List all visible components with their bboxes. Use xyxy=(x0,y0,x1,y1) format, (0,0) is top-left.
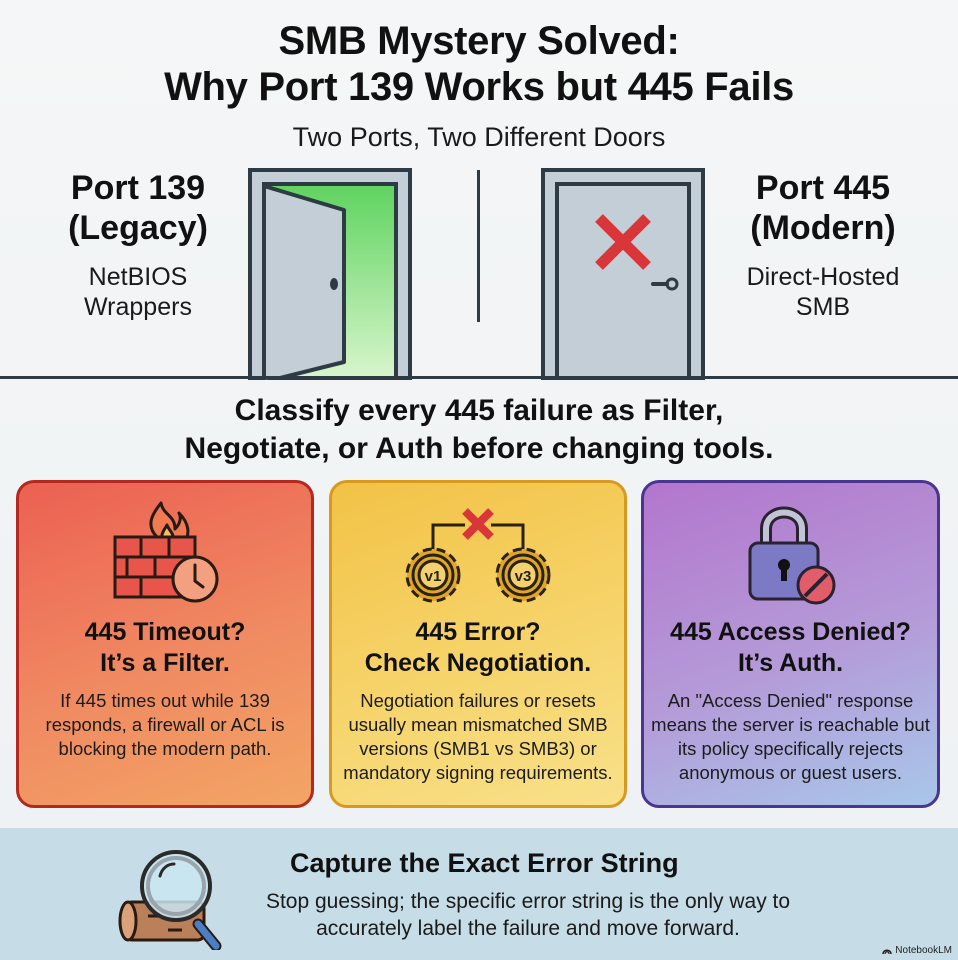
card-title-line-1: 445 Timeout? xyxy=(84,618,246,646)
closed-door-x-icon xyxy=(541,168,705,380)
card-body: If 445 times out while 139 responds, a f… xyxy=(45,690,285,759)
footer-body: Stop guessing; the specific error string… xyxy=(265,890,791,940)
port-445-label: Port 445 (Modern) Direct-Hosted SMB xyxy=(718,168,928,322)
card-title-line-1: 445 Error? xyxy=(415,618,541,646)
card-title-line-2: It’s Auth. xyxy=(737,649,844,677)
ground-line xyxy=(0,376,958,379)
svg-text:v1: v1 xyxy=(425,568,442,585)
port-139-label: Port 139 (Legacy) NetBIOS Wrappers xyxy=(48,168,228,322)
card-title-line-1: 445 Access Denied? xyxy=(670,618,911,646)
footer-banner: Capture the Exact Error String Stop gues… xyxy=(0,828,958,960)
card-title: 445 Timeout? It’s a Filter. xyxy=(19,617,311,679)
port-445-desc: Direct-Hosted SMB xyxy=(718,262,928,322)
port-139-desc-1: NetBIOS xyxy=(88,263,188,291)
notebooklm-logo-icon xyxy=(882,949,893,954)
tagline-line-1: Classify every 445 failure as Filter, xyxy=(234,394,724,427)
tagline: Classify every 445 failure as Filter, Ne… xyxy=(0,392,958,468)
footer-title: Capture the Exact Error String xyxy=(290,848,679,878)
lock-denied-icon xyxy=(748,506,835,605)
port-139-desc-2: Wrappers xyxy=(84,293,192,321)
card-title: 445 Access Denied? It’s Auth. xyxy=(644,617,937,679)
port-445-title: Port 445 (Modern) xyxy=(718,168,928,248)
tagline-line-2: Negotiate, or Auth before changing tools… xyxy=(184,432,774,465)
card-auth: 445 Access Denied? It’s Auth. An "Access… xyxy=(641,480,940,808)
port-139-title: Port 139 (Legacy) xyxy=(48,168,228,248)
port-139-type: (Legacy) xyxy=(68,209,208,247)
port-445-type: (Modern) xyxy=(750,209,896,247)
port-445-desc-1: Direct-Hosted xyxy=(746,263,900,291)
svg-text:v3: v3 xyxy=(515,568,532,585)
card-icon-wrap xyxy=(19,495,311,613)
brand-label: NotebookLM xyxy=(895,945,952,956)
brand-watermark: NotebookLM xyxy=(882,945,952,956)
gears-version-mismatch-icon: v1 v3 xyxy=(405,508,551,603)
card-body: An "Access Denied" response means the se… xyxy=(651,690,930,783)
port-139-desc: NetBIOS Wrappers xyxy=(48,262,228,322)
port-445-name: Port 445 xyxy=(755,169,891,207)
card-title-line-2: It’s a Filter. xyxy=(100,649,230,677)
subtitle: Two Ports, Two Different Doors xyxy=(292,122,666,152)
magnifier-log-icon xyxy=(118,850,222,950)
port-139-name: Port 139 xyxy=(70,169,206,207)
card-body: Negotiation failures or resets usually m… xyxy=(343,690,613,783)
title-line-2: Why Port 139 Works but 445 Fails xyxy=(164,65,794,109)
card-icon-wrap xyxy=(644,495,937,613)
card-title: 445 Error? Check Negotiation. xyxy=(332,617,624,679)
port-445-desc-2: SMB xyxy=(795,293,851,321)
card-icon-wrap: v1 v3 xyxy=(332,495,624,613)
divider xyxy=(477,170,480,322)
title-line-1: SMB Mystery Solved: xyxy=(278,19,680,63)
firewall-clock-icon xyxy=(113,501,219,603)
card-title-line-2: Check Negotiation. xyxy=(364,649,592,677)
page-title: SMB Mystery Solved: Why Port 139 Works b… xyxy=(0,18,958,110)
open-door-icon xyxy=(248,168,412,380)
card-filter: 445 Timeout? It’s a Filter. If 445 times… xyxy=(16,480,314,808)
card-negotiate: v1 v3 445 Error? Check Negotiation. Nego… xyxy=(329,480,627,808)
